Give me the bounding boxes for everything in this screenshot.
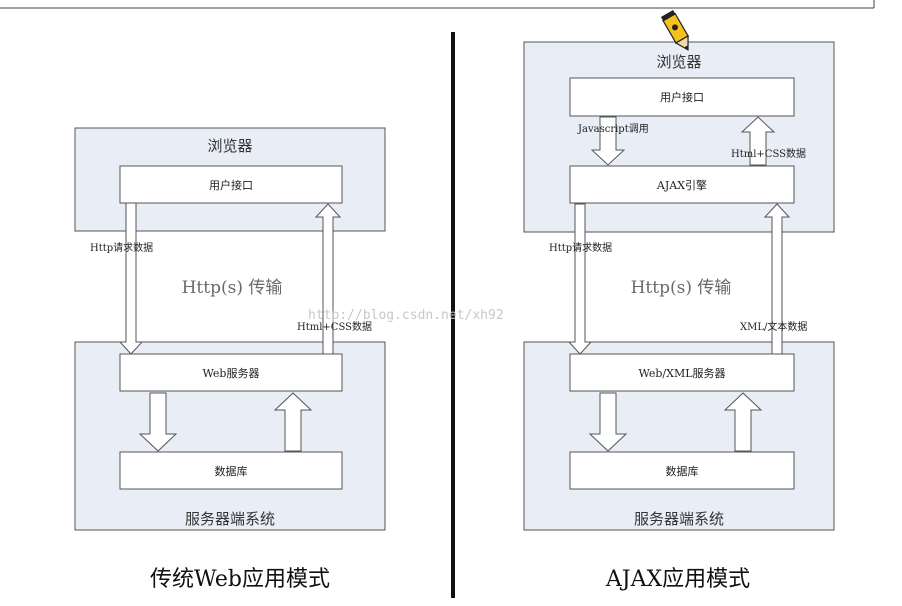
ajax-js-call-label: Javascript调用 bbox=[577, 123, 649, 135]
ajax-browser-title: 浏览器 bbox=[656, 53, 701, 71]
ajax-db-result-arrow bbox=[723, 392, 763, 452]
trad-request-arrow bbox=[118, 202, 144, 355]
ajax-server-title: 服务器端系统 bbox=[634, 510, 724, 528]
ajax-transfer-label: Http(s) 传输 bbox=[631, 278, 732, 298]
trad-response-arrow bbox=[314, 203, 342, 355]
ajax-xml-response-arrow bbox=[763, 203, 791, 355]
watermark-text: http://blog.csdn.net/xh92 bbox=[308, 308, 504, 323]
ajax-caption: AJAX应用模式 bbox=[605, 567, 750, 592]
trad-caption: 传统Web应用模式 bbox=[150, 567, 330, 592]
traditional-diagram: 浏览器 服务器端系统 用户接口 Web服务器 数据库 Http请求数据 Http… bbox=[74, 127, 386, 592]
trad-user-interface-box bbox=[119, 165, 343, 204]
ajax-web-xml-server-label: Web/XML服务器 bbox=[638, 367, 725, 380]
trad-database-label: 数据库 bbox=[215, 464, 248, 478]
ajax-diagram: 浏览器 服务器端系统 用户接口 AJAX引擎 Web/XML服务器 数据库 Ja… bbox=[523, 41, 835, 592]
trad-request-label: Http请求数据 bbox=[90, 241, 153, 254]
ajax-web-xml-server-box bbox=[569, 353, 795, 392]
ajax-html-css-label: Html+CSS数据 bbox=[731, 147, 806, 160]
ajax-js-call-arrow bbox=[590, 116, 626, 166]
pencil-icon bbox=[660, 9, 689, 51]
ajax-database-box bbox=[569, 451, 795, 490]
trad-browser-title: 浏览器 bbox=[207, 137, 252, 155]
ajax-user-interface-label: 用户接口 bbox=[660, 90, 704, 104]
trad-web-server-label: Web服务器 bbox=[203, 367, 260, 380]
trad-user-interface-label: 用户接口 bbox=[209, 178, 253, 192]
ajax-xml-label: XML/文本数据 bbox=[740, 320, 807, 333]
ajax-request-arrow bbox=[567, 203, 593, 355]
ajax-html-css-arrow bbox=[740, 116, 776, 166]
ajax-request-label: Http请求数据 bbox=[549, 241, 612, 254]
ajax-user-interface-box bbox=[569, 77, 795, 117]
ajax-engine-box bbox=[569, 165, 795, 204]
trad-database-box bbox=[119, 451, 343, 490]
trad-db-query-arrow bbox=[138, 392, 178, 452]
trad-server-title: 服务器端系统 bbox=[185, 510, 275, 528]
trad-web-server-box bbox=[119, 353, 343, 392]
trad-transfer-label: Http(s) 传输 bbox=[182, 278, 283, 298]
trad-response-label: Html+CSS数据 bbox=[297, 320, 372, 333]
ajax-database-label: 数据库 bbox=[666, 464, 699, 478]
ajax-engine-label: AJAX引擎 bbox=[656, 178, 707, 192]
ajax-db-query-arrow bbox=[588, 392, 628, 452]
trad-db-result-arrow bbox=[273, 392, 313, 452]
